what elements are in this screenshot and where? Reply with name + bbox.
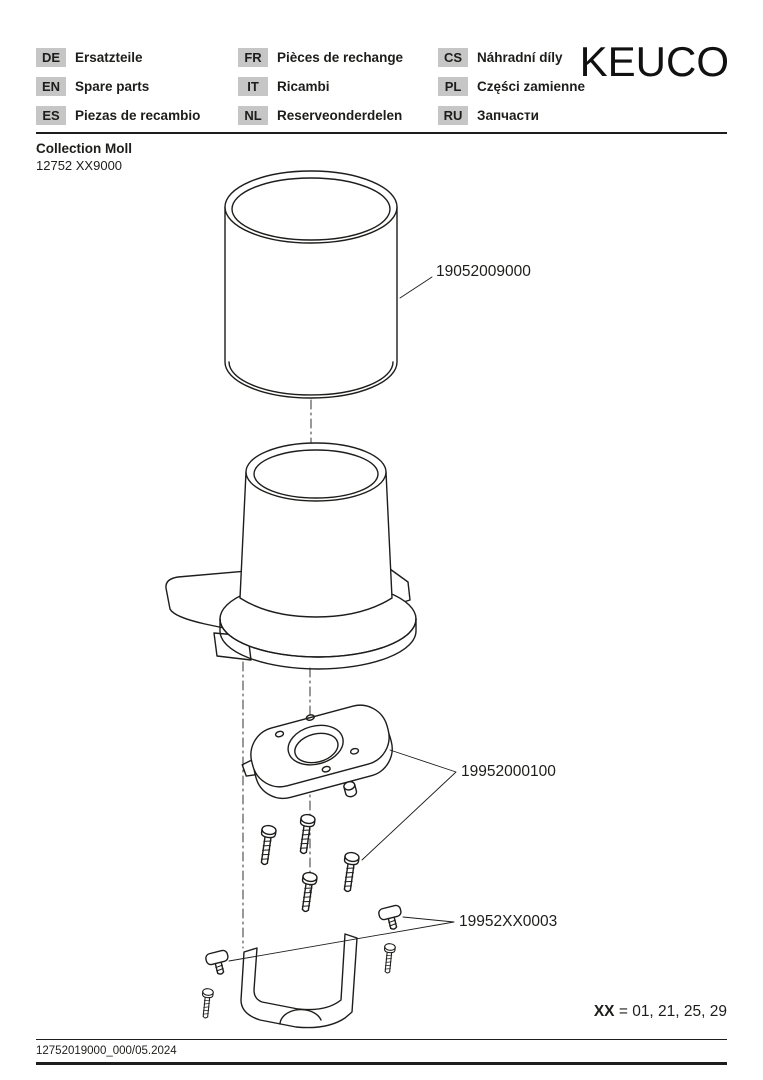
language-badge: IT (238, 77, 268, 96)
language-column-1: DE Ersatzteile EN Spare parts ES Piezas … (36, 48, 200, 135)
footer-divider-thin (36, 1039, 727, 1040)
header-divider (36, 132, 727, 134)
holder-ring-drawing (219, 618, 417, 670)
language-badge: NL (238, 106, 268, 125)
language-row: PL Części zamienne (438, 77, 585, 96)
article-number: 12752 XX9000 (36, 158, 123, 173)
mounting-plate-drawing (241, 704, 393, 800)
language-label: Reserveonderdelen (277, 108, 403, 123)
bracket-drawing (240, 933, 358, 1029)
language-label: Запчасти (477, 108, 539, 123)
collection-title: Collection Moll (36, 141, 132, 156)
language-badge: CS (438, 48, 468, 67)
language-label: Spare parts (75, 79, 150, 94)
language-row: RU Запчасти (438, 106, 585, 125)
language-badge: RU (438, 106, 468, 125)
screws-drawing (256, 812, 361, 914)
language-label: Ersatzteile (75, 50, 143, 65)
variant-note: XX = 01, 21, 25, 29 (594, 1003, 727, 1021)
footer-divider-thick (36, 1062, 727, 1065)
tumbler-drawing (224, 170, 398, 399)
language-badge: PL (438, 77, 468, 96)
document-code: 12752019000_000/05.2024 (36, 1045, 177, 1057)
language-badge: DE (36, 48, 66, 67)
language-label: Ricambi (277, 79, 330, 94)
language-label: Piezas de recambio (75, 108, 201, 123)
language-column-2: FR Pièces de rechange IT Ricambi NL Rese… (238, 48, 403, 135)
part-label-tumbler: 19052009000 (436, 263, 531, 280)
language-row: DE Ersatzteile (36, 48, 200, 67)
part-label-mounting-plate: 19952000100 (461, 763, 556, 780)
language-badge: ES (36, 106, 66, 125)
cup-drawing (239, 442, 393, 618)
thumbscrews-drawing (199, 903, 406, 1019)
language-row: IT Ricambi (238, 77, 403, 96)
language-label: Części zamienne (477, 79, 586, 94)
variant-note-values: = 01, 21, 25, 29 (614, 1003, 727, 1020)
keuco-logo: KEUCO (579, 38, 729, 85)
language-row: NL Reserveonderdelen (238, 106, 403, 125)
language-label: Pièces de rechange (277, 50, 404, 65)
leader-lines (228, 276, 457, 962)
language-row: ES Piezas de recambio (36, 106, 200, 125)
language-column-3: CS Náhradní díly PL Części zamienne RU З… (438, 48, 585, 135)
part-label-wall-bracket: 19952XX0003 (459, 913, 558, 930)
variant-note-prefix: XX (593, 1003, 615, 1020)
language-badge: FR (238, 48, 268, 67)
language-label: Náhradní díly (477, 50, 563, 65)
language-row: CS Náhradní díly (438, 48, 585, 67)
language-row: FR Pièces de rechange (238, 48, 403, 67)
language-row: EN Spare parts (36, 77, 200, 96)
language-badge: EN (36, 77, 66, 96)
